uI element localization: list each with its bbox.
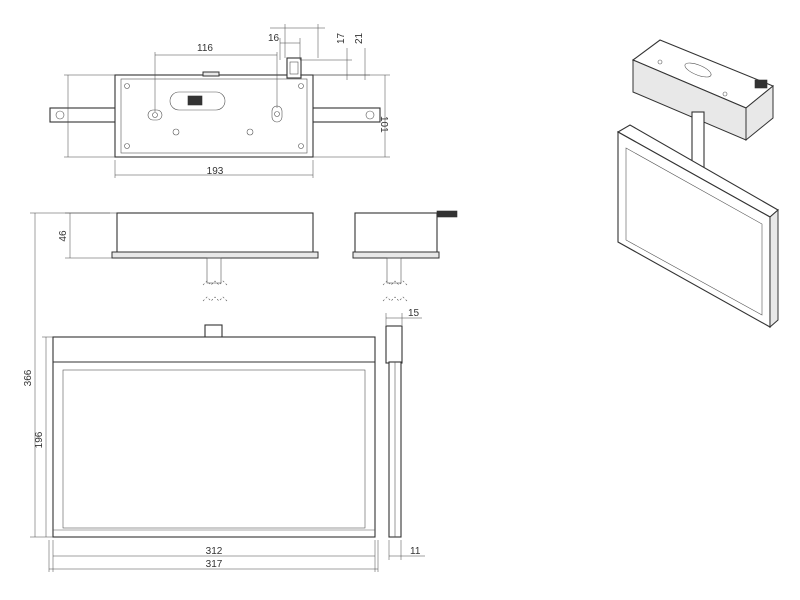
- dim-15-label: 15: [408, 308, 420, 319]
- front-view: [30, 212, 379, 572]
- dim-317-label: 317: [206, 559, 223, 570]
- dim-196-label: 196: [34, 431, 45, 448]
- dim-116-label: 116: [197, 43, 213, 54]
- side-view: [352, 210, 458, 560]
- top-view: [49, 24, 390, 178]
- dimension-labels: 116 16 17 21 101 193 46 15 366 196 312 3…: [23, 32, 421, 570]
- dim-16-label: 16: [268, 33, 280, 44]
- dim-17-label: 17: [336, 32, 347, 44]
- dim-11-label: 11: [410, 546, 421, 557]
- dim-193-label: 193: [207, 166, 224, 177]
- dim-46-label: 46: [58, 230, 69, 242]
- isometric-view: [616, 39, 779, 329]
- dim-101-label: 101: [378, 116, 389, 133]
- dim-366-label: 366: [23, 369, 34, 386]
- dim-21-label: 21: [354, 32, 365, 44]
- dim-312-label: 312: [206, 546, 223, 557]
